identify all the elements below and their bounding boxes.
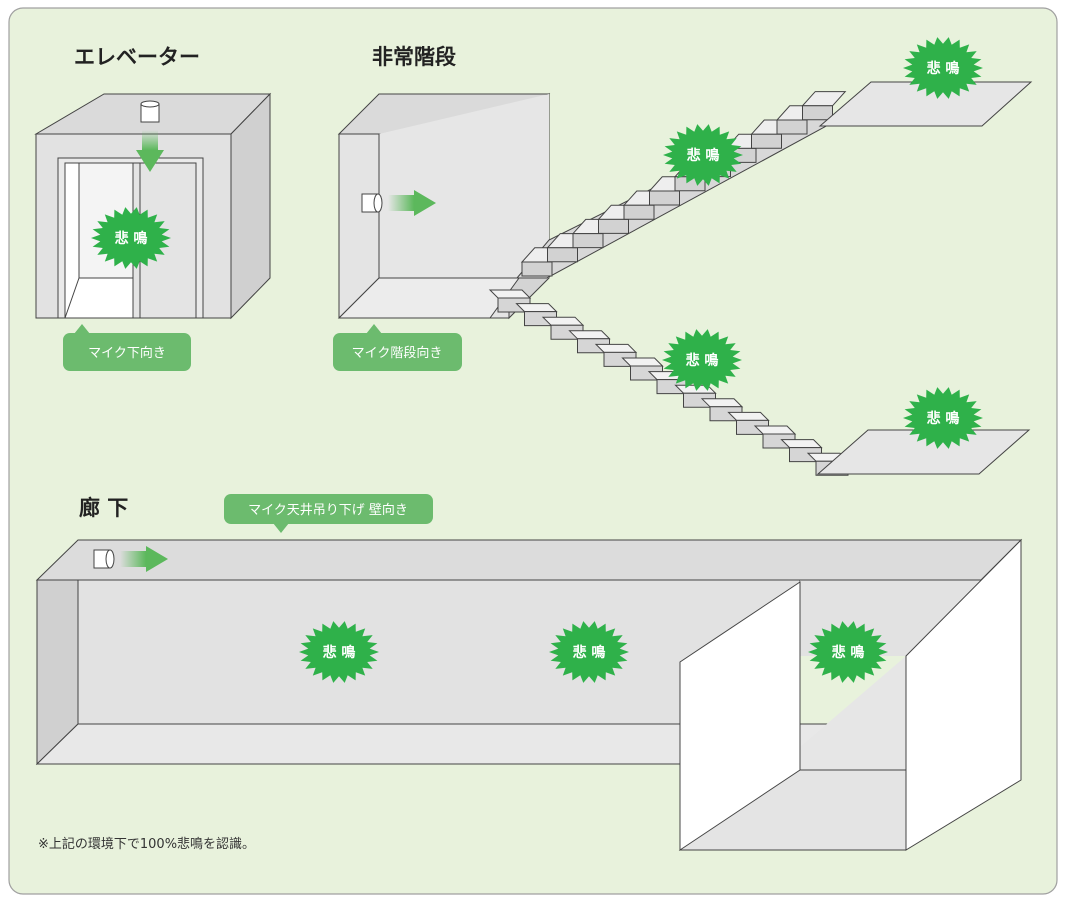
corridor-callout: マイク天井吊り下げ 壁向き [224,494,433,533]
corridor-structure [35,538,1023,851]
stairs-room [337,92,551,320]
microphone-icon [140,100,160,123]
arrow-icon [388,190,436,216]
scream-badge: 悲 鳴 [115,230,148,247]
burst-shape [808,621,888,683]
burst-icon [903,37,983,99]
stairs-title: 非常階段 [372,45,456,69]
stair-riser [547,247,578,263]
scream-badge: 悲 鳴 [323,644,356,661]
elevator-box [34,92,272,320]
footnote: ※上記の環境下で100%悲鳴を認識。 [38,836,255,852]
corridor-callout-label: マイク天井吊り下げ 壁向き [248,502,408,518]
scream-badge: 悲 鳴 [573,644,606,661]
scream-badge: 悲 鳴 [927,60,960,77]
stair-riser [623,204,655,220]
burst-shape [299,621,379,683]
burst-icon [903,387,983,449]
burst-shape [903,37,983,99]
stair-riser [776,119,808,135]
lower-landing [816,429,1031,475]
burst-icon [299,621,379,683]
burst-shape [903,387,983,449]
scream-badge: 悲 鳴 [686,352,719,369]
stair-riser [751,133,782,149]
corridor-title: 廊 下 [79,496,128,520]
stairs-callout-label: マイク階段向き [352,345,443,361]
stair-riser [572,233,604,249]
scream-badge: 悲 鳴 [832,644,865,661]
stair-riser [521,261,553,277]
stair-riser [598,218,629,234]
stair-riser [649,190,680,206]
arrow-icon [120,546,168,572]
elevator-callout: マイク下向き [63,324,191,371]
corridor-section: 廊 下 マイク天井吊り下げ 壁向き [35,494,1023,851]
scream-badge: 悲 鳴 [687,147,720,164]
arrow-icon [136,130,164,172]
stairs-section: 非常階段 [333,37,1033,476]
burst-shape [549,621,629,683]
stair-riser [802,105,833,121]
scream-badge: 悲 鳴 [927,410,960,427]
elevator-callout-label: マイク下向き [88,345,166,361]
burst-icon [808,621,888,683]
burst-shape [91,207,171,269]
burst-shape [662,329,742,391]
burst-shape [663,124,743,186]
burst-icon [549,621,629,683]
burst-icon [662,329,742,391]
microphone-icon [93,549,115,569]
burst-icon [91,207,171,269]
burst-icon [663,124,743,186]
stairs-callout: マイク階段向き [333,324,462,371]
upper-landing [818,81,1033,127]
elevator-title: エレベーター [74,45,200,69]
elevator-section: エレベーター [34,45,272,371]
microphone-icon [361,193,383,213]
